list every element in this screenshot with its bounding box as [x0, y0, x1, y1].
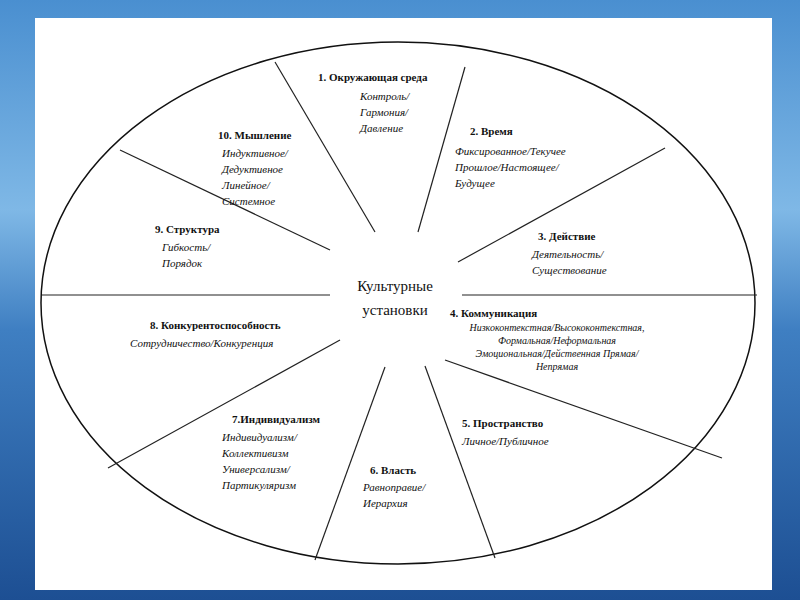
sector-heading: 5. Пространство — [462, 416, 552, 430]
sector-options: Низкоконтекстная/Высококонтекстная, Форм… — [468, 321, 647, 373]
sector-heading: 3. Действие — [538, 229, 616, 243]
sector: 3. ДействиеДеятельность/ Существование — [538, 229, 616, 278]
sector-heading: 2. Время — [470, 124, 584, 138]
sector: 10. МышлениеИндуктивное/ Дедуктивное Лин… — [218, 128, 291, 209]
sector: 5. ПространствоЛичное/Публичное — [462, 416, 552, 449]
sector-options: Деятельность/ Существование — [532, 246, 610, 278]
sector: 4. КоммуникацияНизкоконтекстная/Высококо… — [450, 306, 629, 373]
sector-options: Сотрудничество/Конкуренция — [130, 335, 277, 351]
sector-divider — [42, 294, 330, 295]
sector: 7.ИндивидуализмИндивидуализм/ Коллективи… — [232, 412, 320, 493]
sector: 9. СтруктураГибкость/ Порядок — [155, 222, 220, 271]
sector: 6. ВластьРавноправие/ Иерархия — [370, 463, 436, 511]
sector-divider — [462, 294, 757, 295]
sector: 8. КонкурентоспособностьСотрудничество/К… — [150, 318, 297, 351]
sector-divider — [445, 360, 722, 458]
sector-heading: 4. Коммуникация — [450, 306, 629, 320]
sector-options: Равноправие/ Иерархия — [363, 479, 429, 511]
sector-options: Индивидуализм/ Коллективизм Универсализм… — [222, 429, 300, 493]
sector: 1. Окружающая средаКонтроль/ Гармония/ Д… — [318, 70, 427, 136]
ellipse-frame: Культурные установки 1. Окружающая средаК… — [40, 42, 758, 566]
sector-options: Индуктивное/ Дедуктивное Линейное/ Систе… — [222, 145, 291, 209]
sector-divider — [425, 366, 495, 558]
sector-options: Личное/Публичное — [462, 433, 552, 449]
sector-heading: 7.Индивидуализм — [232, 412, 320, 426]
sector-heading: 1. Окружающая среда — [318, 70, 427, 84]
sector-options: Контроль/ Гармония/ Давление — [360, 88, 413, 136]
sector-options: Фиксированное/Текучее Прошлое/Настоящее/… — [455, 143, 569, 191]
sector-divider — [275, 62, 375, 232]
sector-heading: 9. Структура — [155, 222, 220, 236]
center-title: Культурные установки — [356, 274, 435, 322]
sector-heading: 10. Мышление — [218, 128, 291, 142]
sector-options: Гибкость/ Порядок — [162, 239, 214, 271]
sector-heading: 6. Власть — [370, 463, 436, 477]
sector-divider — [315, 367, 385, 560]
sector: 2. ВремяФиксированное/Текучее Прошлое/На… — [470, 124, 584, 191]
sector-heading: 8. Конкурентоспособность — [150, 318, 297, 332]
